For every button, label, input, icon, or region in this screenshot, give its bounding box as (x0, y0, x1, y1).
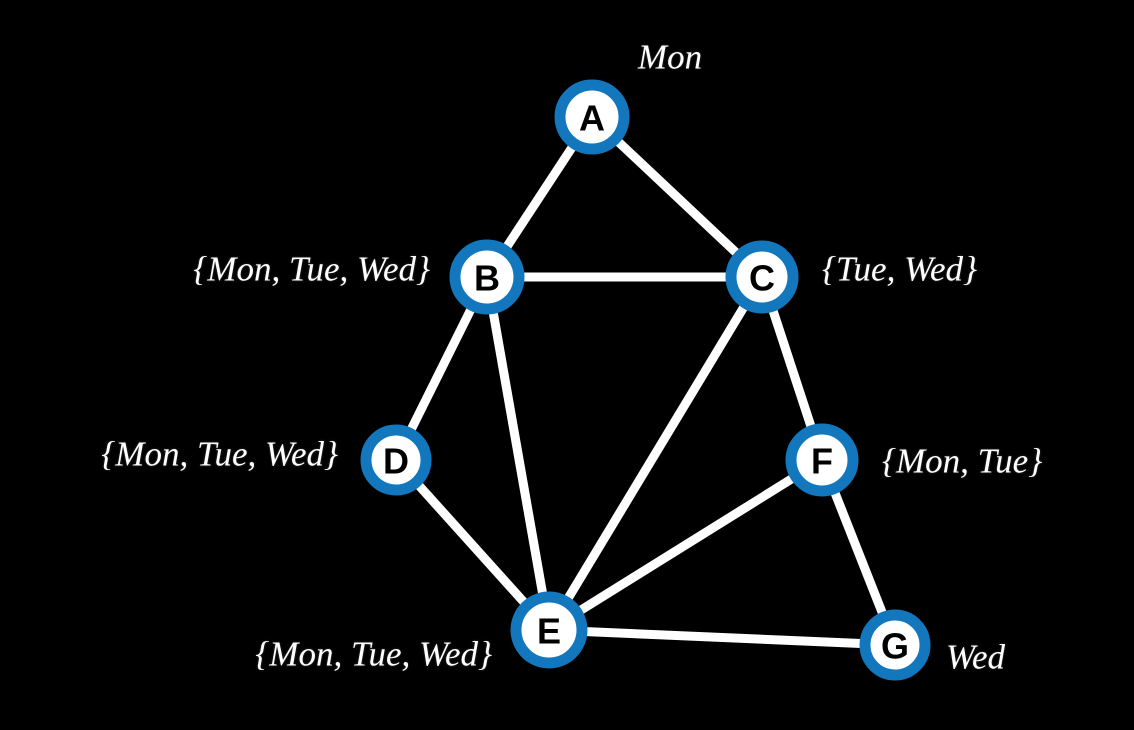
node-circle-d[interactable] (360, 424, 432, 496)
node-c[interactable]: C (725, 240, 799, 314)
node-e[interactable]: E (510, 591, 588, 669)
node-letter-c: C (749, 258, 775, 299)
edge-b-e (482, 272, 554, 635)
node-letter-e: E (537, 611, 561, 652)
edge-c-e (544, 272, 767, 635)
node-letter-f: F (811, 441, 833, 482)
node-letter-g: G (881, 626, 909, 667)
node-letter-d: D (383, 441, 409, 482)
node-letter-a: A (579, 98, 605, 139)
edge-e-f (544, 455, 827, 635)
nodes-group: A B C D E F G (360, 79, 931, 681)
node-circle-g[interactable] (859, 609, 931, 681)
node-a[interactable]: A (554, 79, 630, 155)
node-b[interactable]: B (449, 239, 525, 315)
domain-label-e: {Mon, Tue, Wed} (255, 634, 492, 674)
node-letter-b: B (474, 258, 500, 299)
node-circle-e[interactable] (510, 591, 588, 669)
node-d[interactable]: D (360, 424, 432, 496)
node-circle-c[interactable] (725, 240, 799, 314)
domain-label-b: {Mon, Tue, Wed} (193, 249, 430, 289)
domain-label-g: Wed (946, 637, 1005, 677)
edges-group (391, 112, 900, 650)
domain-label-a: Mon (637, 37, 703, 77)
edge-e-g (544, 625, 900, 650)
edge-a-c (587, 112, 767, 282)
node-g[interactable]: G (859, 609, 931, 681)
domain-label-c: {Tue, Wed} (822, 249, 978, 289)
domain-label-f: {Mon, Tue} (882, 441, 1043, 481)
node-circle-f[interactable] (785, 423, 859, 497)
node-circle-a[interactable] (554, 79, 630, 155)
node-f[interactable]: F (785, 423, 859, 497)
domain-label-d: {Mon, Tue, Wed} (101, 434, 338, 474)
node-circle-b[interactable] (449, 239, 525, 315)
